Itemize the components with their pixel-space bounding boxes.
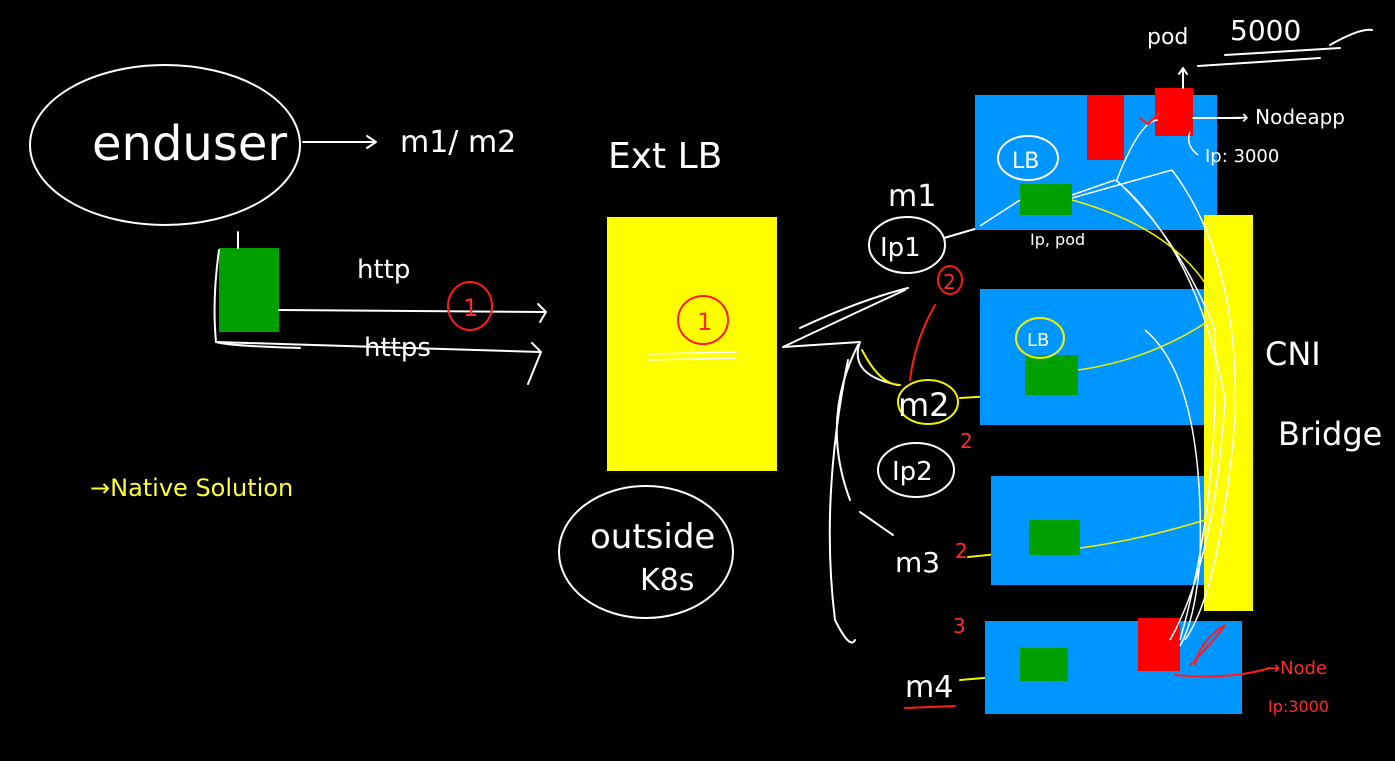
marker-1-left: 1 [463,294,478,322]
m1-m2-label: m1/ m2 [400,125,516,160]
outside-k8s-line1: outside [590,517,715,557]
client-green-box [219,248,279,332]
node4-green-pod [1020,648,1068,681]
https-arrow [215,341,542,385]
node1-red-pod-b [1155,88,1193,136]
ip1-circle [868,216,946,274]
outside-k8s-line2: K8s [640,563,694,598]
marker-1-center: 1 [697,308,712,336]
node-3 [991,476,1211,585]
nodeapp-label: → Nodeapp [1232,105,1345,129]
node1-green-pod [1020,184,1072,215]
node-2 [980,289,1212,425]
marker-2c: 2 [955,539,968,563]
node3-green-pod [1029,520,1080,555]
external-lb-box [607,217,777,471]
bridge-connections-yellow [1071,199,1216,549]
yellow-lb-to-m2 [861,349,901,386]
node2-green-pod [1025,355,1078,395]
marker-2a-circle [937,265,963,295]
enduser-arrow [302,135,377,149]
underline-lb [647,351,739,361]
pod-arrow [1178,67,1188,89]
m4-underline [904,705,956,709]
red-line-m2 [909,304,936,381]
http-arrow [278,303,547,323]
ip3000-top-arrow [1187,131,1199,156]
ip-pod-label: Ip, pod [1030,230,1085,249]
cni-label: CNI [1265,335,1321,373]
pod-label: pod [1147,25,1188,50]
ip2-label: Ip2 [892,457,933,487]
pod-count-underline [1197,28,1373,67]
marker-2b: 2 [960,429,973,453]
enduser-ellipse [29,64,301,226]
marker-1-center-circle [677,295,729,345]
cni-bridge-bar [1204,215,1253,611]
marker-1-left-circle [447,281,493,331]
node4-red-pod [1138,618,1180,671]
lb-node1-label: LB [1012,149,1039,174]
ext-lb-label: Ext LB [608,136,722,177]
node1-internal-arrows [979,119,1173,227]
marker-2a: 2 [943,270,956,294]
ip-3000-top: Ip: 3000 [1205,146,1279,167]
lb-node2-circle [1015,317,1065,359]
m1-label: m1 [888,179,936,214]
m3-label: m3 [895,546,940,579]
outside-k8s-ellipse [558,485,734,619]
lb-node1-circle [997,135,1059,181]
lb-node2-label: LB [1027,330,1049,351]
m2-circle [897,379,959,425]
nodeapp-bottom: →Node [1265,658,1327,679]
bridge-connections-white [1115,169,1237,647]
ip1-label: Ip1 [880,233,921,263]
lb-fanout-lines [782,287,909,644]
pod-count: 5000 [1230,14,1301,47]
node4-red-strokes [1174,624,1271,678]
red-check [1139,111,1161,126]
ip2-circle [877,442,955,498]
ip-3000-bottom: Ip:3000 [1268,697,1329,716]
http-label: http [357,255,410,285]
m2-label: m2 [898,386,950,424]
native-solution-label: →Native Solution [90,474,293,502]
enduser-label: enduser [92,116,287,172]
node1-red-pod-a [1087,95,1124,160]
bridge-label: Bridge [1278,415,1382,453]
marker-3: 3 [953,614,966,638]
m4-label: m4 [905,670,953,705]
